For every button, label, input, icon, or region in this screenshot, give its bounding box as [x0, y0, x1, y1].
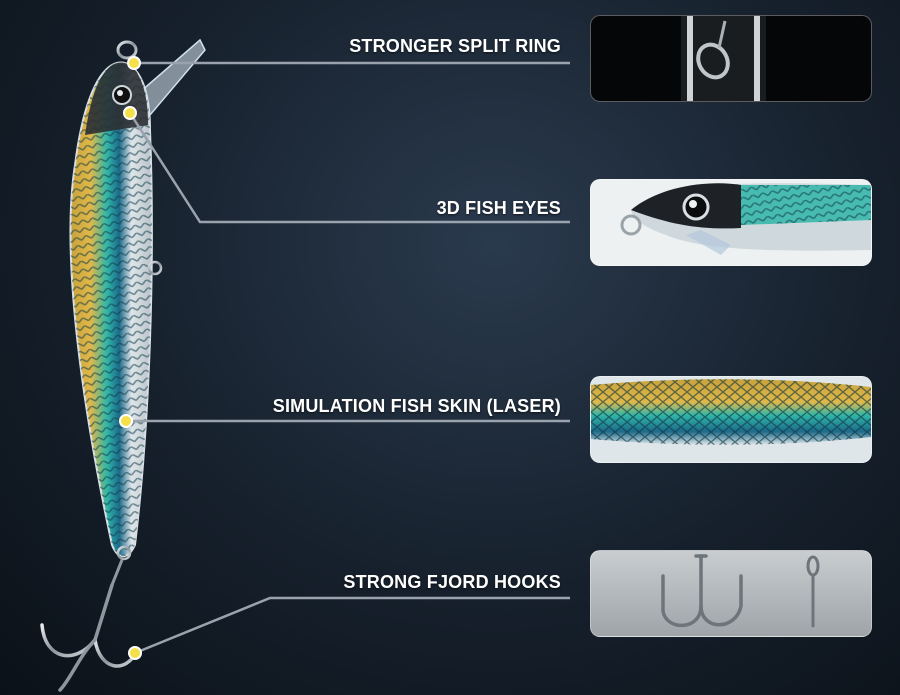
feature-label-fjord-hooks: STRONG FJORD HOOKS: [343, 572, 561, 592]
detail-panel-fjord-hooks: [590, 550, 872, 637]
detail-panel-split-ring: [590, 15, 872, 102]
treble-hook-icon: [661, 554, 743, 628]
feature-label-fish-eyes: 3D FISH EYES: [436, 198, 561, 218]
feature-label-split-ring: STRONGER SPLIT RING: [349, 36, 561, 56]
split-ring-icon: [696, 42, 730, 80]
treble-hook-icon: [40, 583, 140, 692]
leader-lines: [126, 61, 570, 655]
single-hook-icon: [806, 555, 820, 628]
fish-eye-icon: [682, 193, 710, 221]
lure-lip: [139, 38, 206, 117]
split-ring-icon: [116, 40, 138, 60]
feature-label-fish-skin: SIMULATION FISH SKIN (LASER): [272, 396, 561, 416]
detail-panel-fish-eyes: [590, 179, 872, 266]
marker-dots: [119, 56, 142, 660]
detail-panel-fish-skin: [590, 376, 872, 463]
